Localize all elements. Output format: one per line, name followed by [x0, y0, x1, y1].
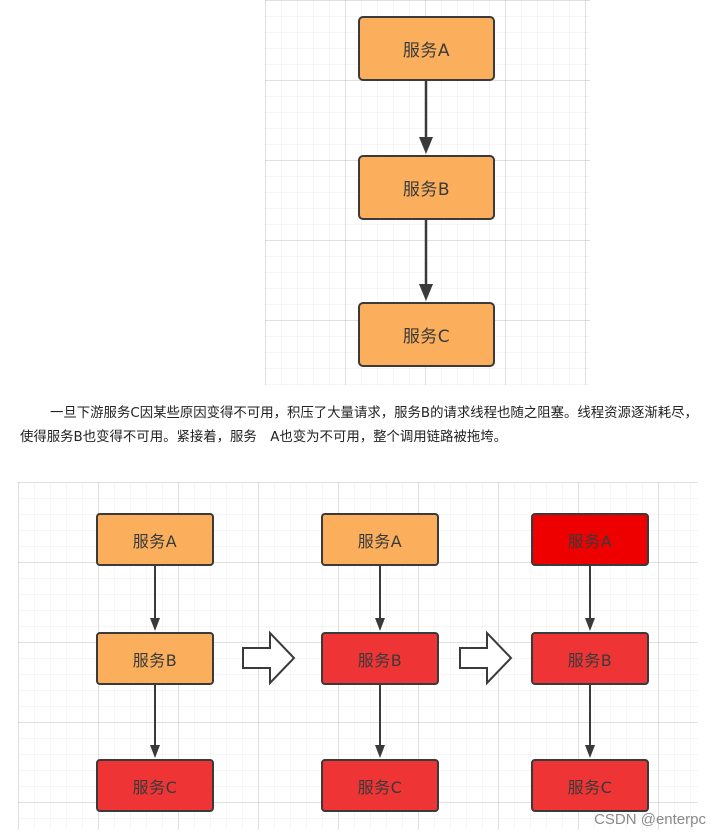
- stage1-node-service-b: 服务B: [96, 632, 214, 685]
- stage2-node-service-a: 服务A: [321, 513, 439, 566]
- stage3-node-service-b: 服务B: [531, 632, 649, 685]
- stage2-node-service-b: 服务B: [321, 632, 439, 685]
- stage3-node-service-a: 服务A: [531, 513, 649, 566]
- stage1-node-service-c: 服务C: [96, 759, 214, 812]
- stage3-node-service-c: 服务C: [531, 759, 649, 812]
- caption-paragraph: 一旦下游服务C因某些原因变得不可用，积压了大量请求，服务B的请求线程也随之阻塞。…: [20, 406, 698, 445]
- top-node-service-a: 服务A: [358, 16, 495, 81]
- stage1-node-service-a: 服务A: [96, 513, 214, 566]
- watermark-text: CSDN @enterpc: [594, 811, 706, 828]
- top-node-service-c: 服务C: [358, 302, 495, 367]
- top-node-service-b: 服务B: [358, 155, 495, 220]
- stage2-node-service-c: 服务C: [321, 759, 439, 812]
